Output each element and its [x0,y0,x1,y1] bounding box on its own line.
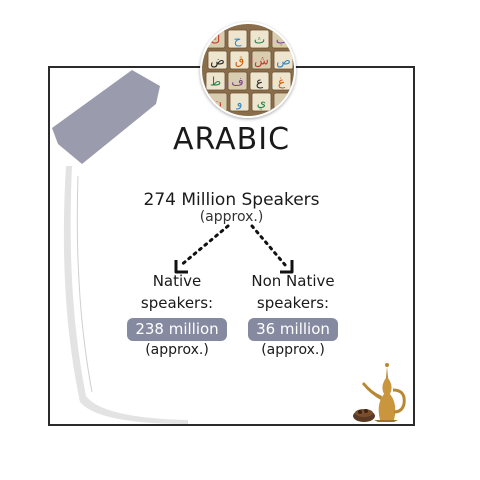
svg-text:ث: ث [254,33,265,47]
svg-text:ف: ف [231,75,243,89]
letter-tile: ح [227,29,248,49]
letter-tile: غ [271,71,292,91]
dallah-coffee-pot-icon [353,363,406,422]
svg-text:و: و [236,96,243,111]
total-approx-label: (approx.) [199,209,264,225]
native-approx-label: (approx.) [145,342,209,358]
svg-text:ض: ض [210,54,225,69]
letter-tile: ق [229,50,250,70]
total-speakers-label: 274 Million Speakers [143,190,320,210]
native-speakers-node: Native speakers: 238 million (approx.) [112,270,242,359]
svg-text:غ: غ [278,75,286,89]
native-label-line1: Native [152,272,202,290]
letter-tile: ك [205,29,226,49]
non-native-value-badge: 36 million [248,318,338,341]
svg-text:ي: ي [257,96,266,110]
non-native-approx-label: (approx.) [261,342,325,358]
letter-tiles: كحثبضقشصطفعغنويه [202,24,294,116]
letter-tile: ض [207,50,228,70]
svg-text:ط: ط [210,75,221,89]
svg-text:ب: ب [276,33,287,47]
letter-tile: ث [249,29,270,49]
svg-text:ش: ش [254,54,269,69]
native-value-badge: 238 million [127,318,227,341]
svg-text:ن: ن [213,96,222,110]
letter-tile: ط [205,71,226,91]
non-native-label-line2: speakers: [256,294,330,312]
native-label-line2: speakers: [140,294,214,312]
letter-tile: ف [227,71,248,91]
svg-text:ح: ح [234,33,242,47]
letter-tile: ع [249,71,270,91]
non-native-speakers-node: Non Native speakers: 36 million (approx.… [228,270,358,359]
arabic-letters-photo: كحثبضقشصطفعغنويه [200,22,296,118]
svg-text:ك: ك [211,33,221,47]
letter-tile: ش [251,50,272,70]
letter-tile: ص [273,50,294,70]
letter-tile: ي [251,92,272,112]
svg-text:ق: ق [235,54,244,68]
svg-text:ص: ص [276,54,291,69]
page-title: ARABIC [172,122,291,157]
letter-tile: ب [271,29,292,49]
svg-text:ع: ع [256,75,264,89]
non-native-label-line1: Non Native [251,272,335,290]
letter-tile: و [229,92,250,112]
